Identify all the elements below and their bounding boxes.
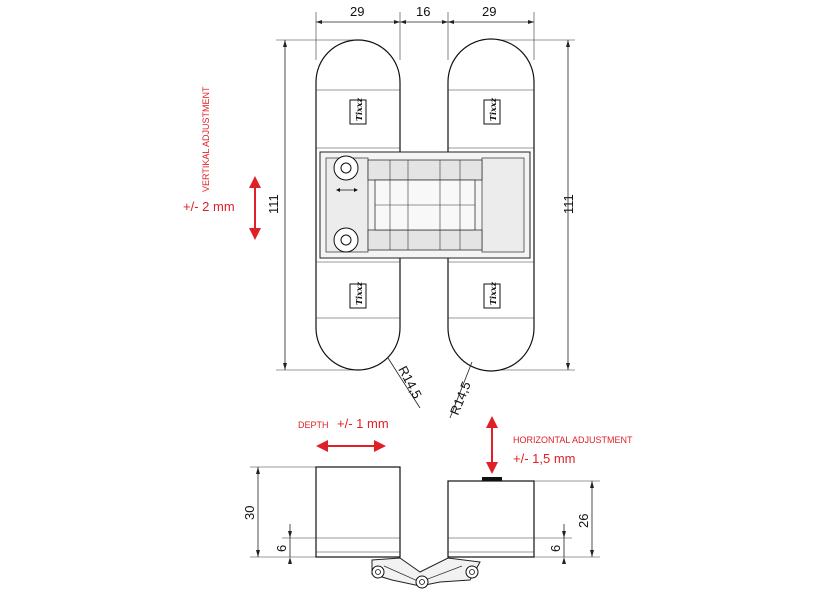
dim-width-left: 29 bbox=[350, 4, 364, 19]
svg-text:Tixxz: Tixxz bbox=[488, 97, 498, 121]
dim-width-right: 29 bbox=[482, 4, 496, 19]
brand-logo: Tixxz bbox=[349, 281, 367, 309]
radius-label-right: R14,5 bbox=[447, 379, 474, 417]
vertical-adjustment: VERTIKAL ADJUSTMENT +/- 2 mm bbox=[183, 86, 261, 240]
svg-text:Tixxz: Tixxz bbox=[354, 97, 364, 121]
brand-logo: Tixxz bbox=[483, 281, 501, 309]
dim-depth-right: 26 bbox=[576, 514, 591, 528]
arrow-up-icon bbox=[249, 176, 261, 188]
svg-text:Tixxz: Tixxz bbox=[354, 281, 364, 305]
horizontal-adjustment: HORIZONTAL ADJUSTMENT +/- 1,5 mm bbox=[486, 416, 633, 474]
arrow-right-icon bbox=[374, 440, 386, 452]
side-view-left: 30 6 bbox=[242, 466, 401, 564]
vertical-adjustment-title: VERTIKAL ADJUSTMENT bbox=[201, 86, 211, 192]
top-dimensions: 29 16 29 bbox=[315, 4, 535, 60]
dim-depth-left-small: 6 bbox=[274, 545, 289, 552]
dim-depth-right-small: 6 bbox=[548, 545, 563, 552]
arrow-left-icon bbox=[316, 440, 328, 452]
vertical-adjustment-value: +/- 2 mm bbox=[183, 199, 235, 214]
brand-logo: Tixxz bbox=[483, 97, 501, 125]
depth-adjustment-value: +/- 1 mm bbox=[337, 416, 389, 431]
horizontal-adjustment-title: HORIZONTAL ADJUSTMENT bbox=[513, 435, 633, 445]
svg-text:Tixxz: Tixxz bbox=[488, 281, 498, 305]
hinge-mechanism bbox=[319, 151, 531, 259]
height-dimension-left: 111 bbox=[266, 39, 360, 371]
dim-width-gap: 16 bbox=[416, 4, 430, 19]
depth-adjustment: DEPTH +/- 1 mm bbox=[298, 416, 389, 452]
brand-logo: Tixxz bbox=[349, 97, 367, 125]
dim-height-right: 111 bbox=[561, 194, 576, 214]
arrow-down-icon bbox=[486, 462, 498, 474]
hinge-linkage bbox=[371, 557, 481, 589]
arrow-down-icon bbox=[249, 228, 261, 240]
depth-adjustment-title: DEPTH bbox=[298, 420, 329, 430]
arrow-up-icon bbox=[486, 416, 498, 428]
height-dimension-right: 111 bbox=[490, 39, 576, 371]
radius-labels: R14,5 R14,5 bbox=[387, 357, 474, 419]
side-view-right: 26 6 bbox=[447, 477, 600, 564]
dim-height-left: 111 bbox=[266, 194, 281, 214]
radius-label-left: R14,5 bbox=[395, 363, 425, 401]
dim-depth-left: 30 bbox=[242, 506, 257, 520]
double-arrow-icon bbox=[336, 188, 358, 192]
horizontal-adjustment-value: +/- 1,5 mm bbox=[513, 451, 576, 466]
